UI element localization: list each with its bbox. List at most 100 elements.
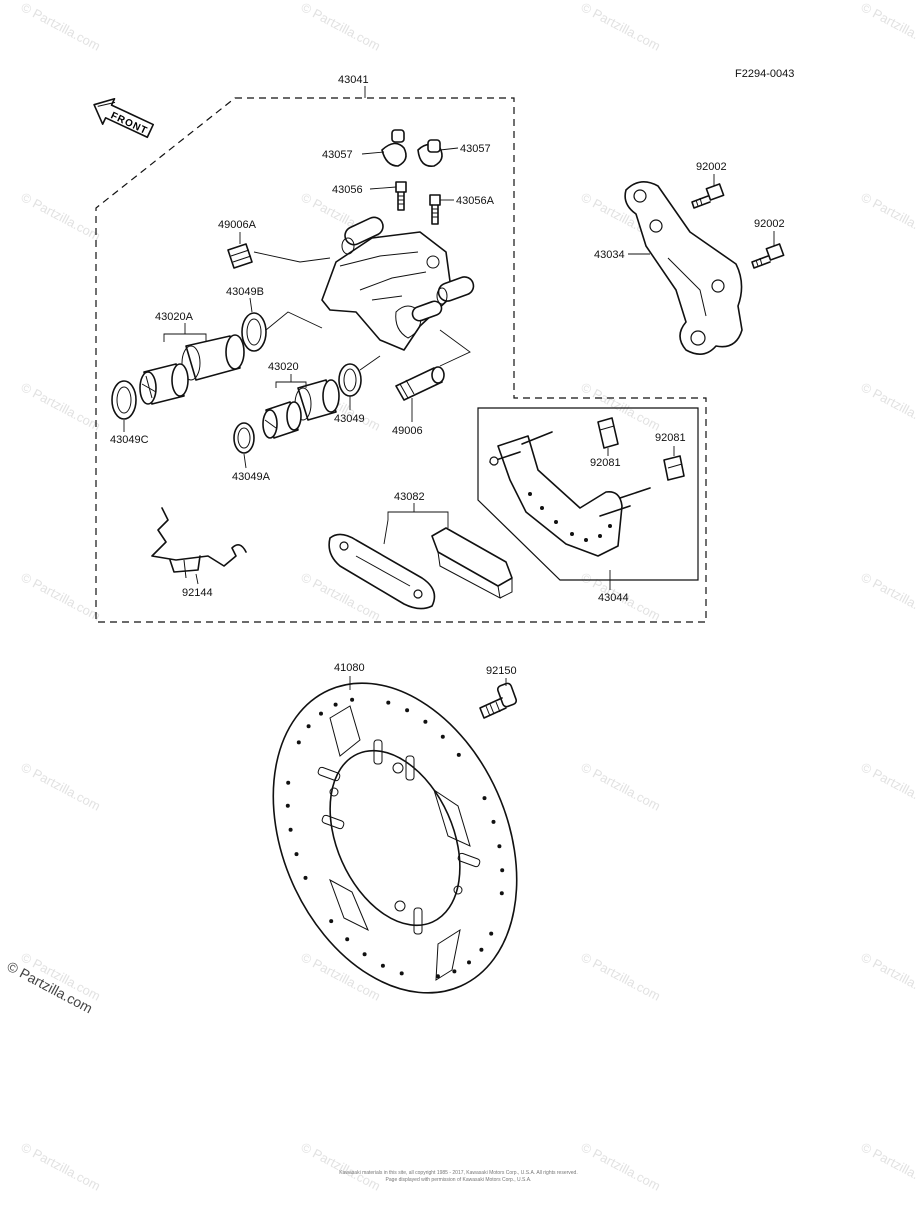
footer-line-1: Kawasaki materials in this site, all cop…	[339, 1170, 578, 1176]
disc-vent-hole	[350, 697, 355, 702]
disc-vent-hole	[362, 952, 367, 957]
watermark-text: © Partzilla.com	[579, 379, 663, 433]
watermark-text: © Partzilla.com	[299, 0, 383, 54]
part-label-43057-right: 43057	[460, 143, 491, 155]
watermark-text: © Partzilla.com	[579, 949, 663, 1003]
part-43056A	[429, 194, 441, 225]
part-label-92144: 92144	[182, 587, 213, 599]
part-label-43082: 43082	[394, 491, 425, 503]
part-92002-lower	[751, 243, 785, 269]
disc-vent-hole	[491, 819, 496, 824]
watermark-text: © Partzilla.com	[859, 1139, 917, 1193]
part-label-43020: 43020	[268, 361, 299, 373]
part-label-43034: 43034	[594, 249, 625, 261]
disc-vent-hole	[294, 852, 299, 857]
disc-vent-hole	[497, 844, 502, 849]
disc-vent-hole	[303, 875, 308, 880]
bracket-box	[477, 407, 699, 581]
disc-vent-hole	[345, 937, 350, 942]
caliper-assembly-boundary	[95, 97, 707, 623]
disc-vent-hole	[333, 702, 338, 707]
part-43082-pad-left	[328, 533, 436, 610]
part-label-43049C: 43049C	[110, 434, 149, 446]
watermark-text: © Partzilla.com	[859, 189, 917, 243]
disc-vent-hole	[479, 947, 484, 952]
disc-vent-hole	[452, 969, 457, 974]
disc-vent-hole	[288, 827, 293, 832]
watermark-text: © Partzilla.com	[859, 379, 917, 433]
watermark-text: © Partzilla.com	[19, 759, 103, 813]
part-label-43044: 43044	[598, 592, 629, 604]
part-43056	[395, 181, 407, 211]
footer-notice: Kawasaki materials in this site, all cop…	[0, 1170, 917, 1184]
watermark-text: © Partzilla.com	[579, 0, 663, 54]
part-label-43049A: 43049A	[232, 471, 271, 483]
diagram-code: F2294-0043	[735, 68, 794, 80]
part-92150	[479, 682, 518, 719]
caliper-body	[321, 216, 475, 351]
part-label-49006A: 49006A	[218, 219, 257, 231]
part-label-41080: 41080	[334, 662, 365, 674]
part-label-43041: 43041	[338, 74, 369, 86]
disc-vent-hole	[482, 796, 487, 801]
footer-line-2: Page displayed with permission of Kawasa…	[385, 1177, 532, 1183]
disc-vent-hole	[456, 752, 461, 757]
watermark-layer: © Partzilla.com © Partzilla.com © Partzill…	[19, 0, 917, 1194]
watermark-text: © Partzilla.com	[859, 0, 917, 54]
watermark-text: © Partzilla.com	[19, 189, 103, 243]
part-49006	[395, 366, 445, 401]
disc-vent-hole	[399, 971, 404, 976]
part-41080-brake-disc	[272, 682, 518, 994]
part-43057-right	[417, 139, 443, 167]
disc-vent-hole	[500, 868, 505, 873]
part-43049C	[111, 380, 137, 420]
watermark-text: © Partzilla.com	[859, 949, 917, 1003]
part-43049A	[233, 422, 255, 454]
disc-vent-hole	[499, 891, 504, 896]
front-arrow-icon: FRONT	[93, 97, 155, 139]
part-label-43020A: 43020A	[155, 311, 194, 323]
watermark-text: © Partzilla.com	[19, 379, 103, 433]
part-92144	[151, 507, 247, 579]
part-43057-left	[381, 129, 407, 167]
disc-vent-hole	[405, 708, 410, 713]
watermark-text: © Partzilla.com	[19, 569, 103, 623]
disc-vent-hole	[285, 803, 290, 808]
part-43020A-outer	[181, 334, 245, 381]
brake-disc-vent-holes	[285, 697, 505, 979]
part-label-49006: 49006	[392, 425, 423, 437]
disc-vent-hole	[435, 974, 440, 979]
part-92002-upper	[691, 183, 725, 209]
part-92081-upper	[597, 417, 619, 449]
disc-vent-hole	[286, 780, 291, 785]
disc-vent-hole	[423, 719, 428, 724]
part-label-92150: 92150	[486, 665, 517, 677]
part-label-92002-upper: 92002	[696, 161, 727, 173]
part-43044	[489, 431, 651, 557]
part-label-43049: 43049	[334, 413, 365, 425]
disc-vent-hole	[467, 960, 471, 965]
part-43020-outer	[294, 379, 340, 421]
part-label-43056A: 43056A	[456, 195, 495, 207]
part-43020-inner	[262, 401, 302, 439]
part-label-43057-left: 43057	[322, 149, 353, 161]
part-label-43049B: 43049B	[226, 286, 264, 298]
part-43020A-inner	[139, 363, 189, 405]
part-43082-pad-right	[431, 527, 513, 599]
part-92081-lower	[663, 455, 685, 481]
watermark-text: © Partzilla.com	[859, 569, 917, 623]
part-49006A	[227, 243, 253, 269]
watermark-text: © Partzilla.com	[19, 0, 103, 54]
part-label-43056: 43056	[332, 184, 363, 196]
disc-vent-hole	[296, 740, 301, 745]
watermark-text: © Partzilla.com	[299, 1139, 383, 1193]
disc-vent-hole	[306, 724, 311, 729]
part-43049	[338, 363, 362, 397]
disc-vent-hole	[386, 700, 391, 705]
part-label-92002-lower: 92002	[754, 218, 785, 230]
disc-vent-hole	[489, 931, 494, 936]
disc-vent-hole	[380, 963, 385, 968]
disc-vent-hole	[440, 734, 445, 739]
